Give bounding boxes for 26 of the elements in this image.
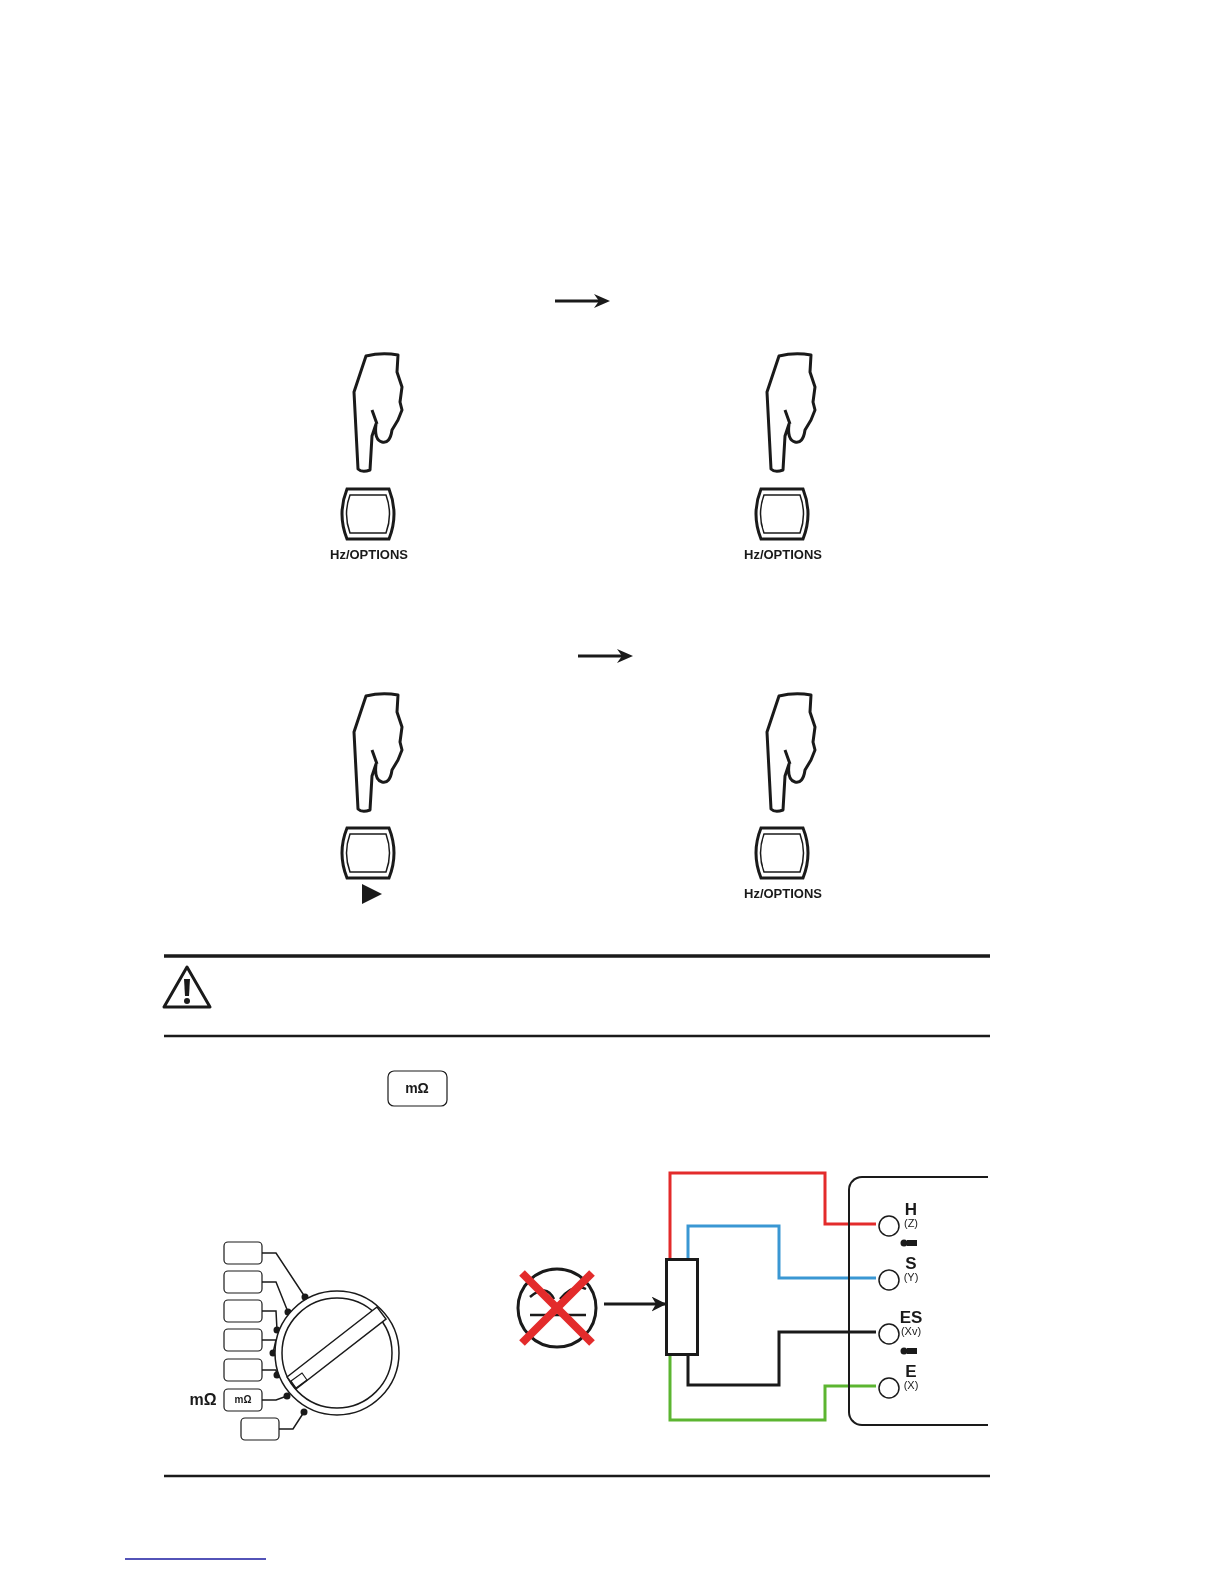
wire [668, 1356, 876, 1422]
terminal-socket [878, 1323, 900, 1345]
terminal-code: (Z) [904, 1218, 918, 1229]
wire [668, 1171, 876, 1258]
key-label: mΩ [405, 1081, 429, 1095]
terminal-name: E [905, 1363, 917, 1380]
button-label: Hz/OPTIONS [744, 887, 822, 900]
crossed-out-source-symbol [516, 1267, 598, 1349]
terminal-code: (Y) [903, 1272, 919, 1283]
button-label: Hz/OPTIONS [330, 548, 408, 561]
terminal-socket [878, 1269, 900, 1291]
wire [686, 1224, 876, 1280]
switch-position-label: mΩ [189, 1392, 217, 1408]
terminal-name: H [904, 1201, 918, 1218]
button-label: Hz/OPTIONS [744, 548, 822, 561]
terminal-socket [878, 1215, 900, 1237]
terminal-code: (Xv) [900, 1326, 922, 1337]
arrow [604, 1296, 667, 1312]
terminal-name: ES [899, 1309, 923, 1326]
terminal-code: (X) [903, 1380, 919, 1391]
terminal-panel [848, 1176, 988, 1426]
terminal-socket [878, 1377, 900, 1399]
terminal-name: S [905, 1255, 917, 1272]
resistor-symbol [665, 1258, 699, 1356]
switch-position-label: mΩ [234, 1395, 252, 1405]
wire [686, 1330, 876, 1387]
